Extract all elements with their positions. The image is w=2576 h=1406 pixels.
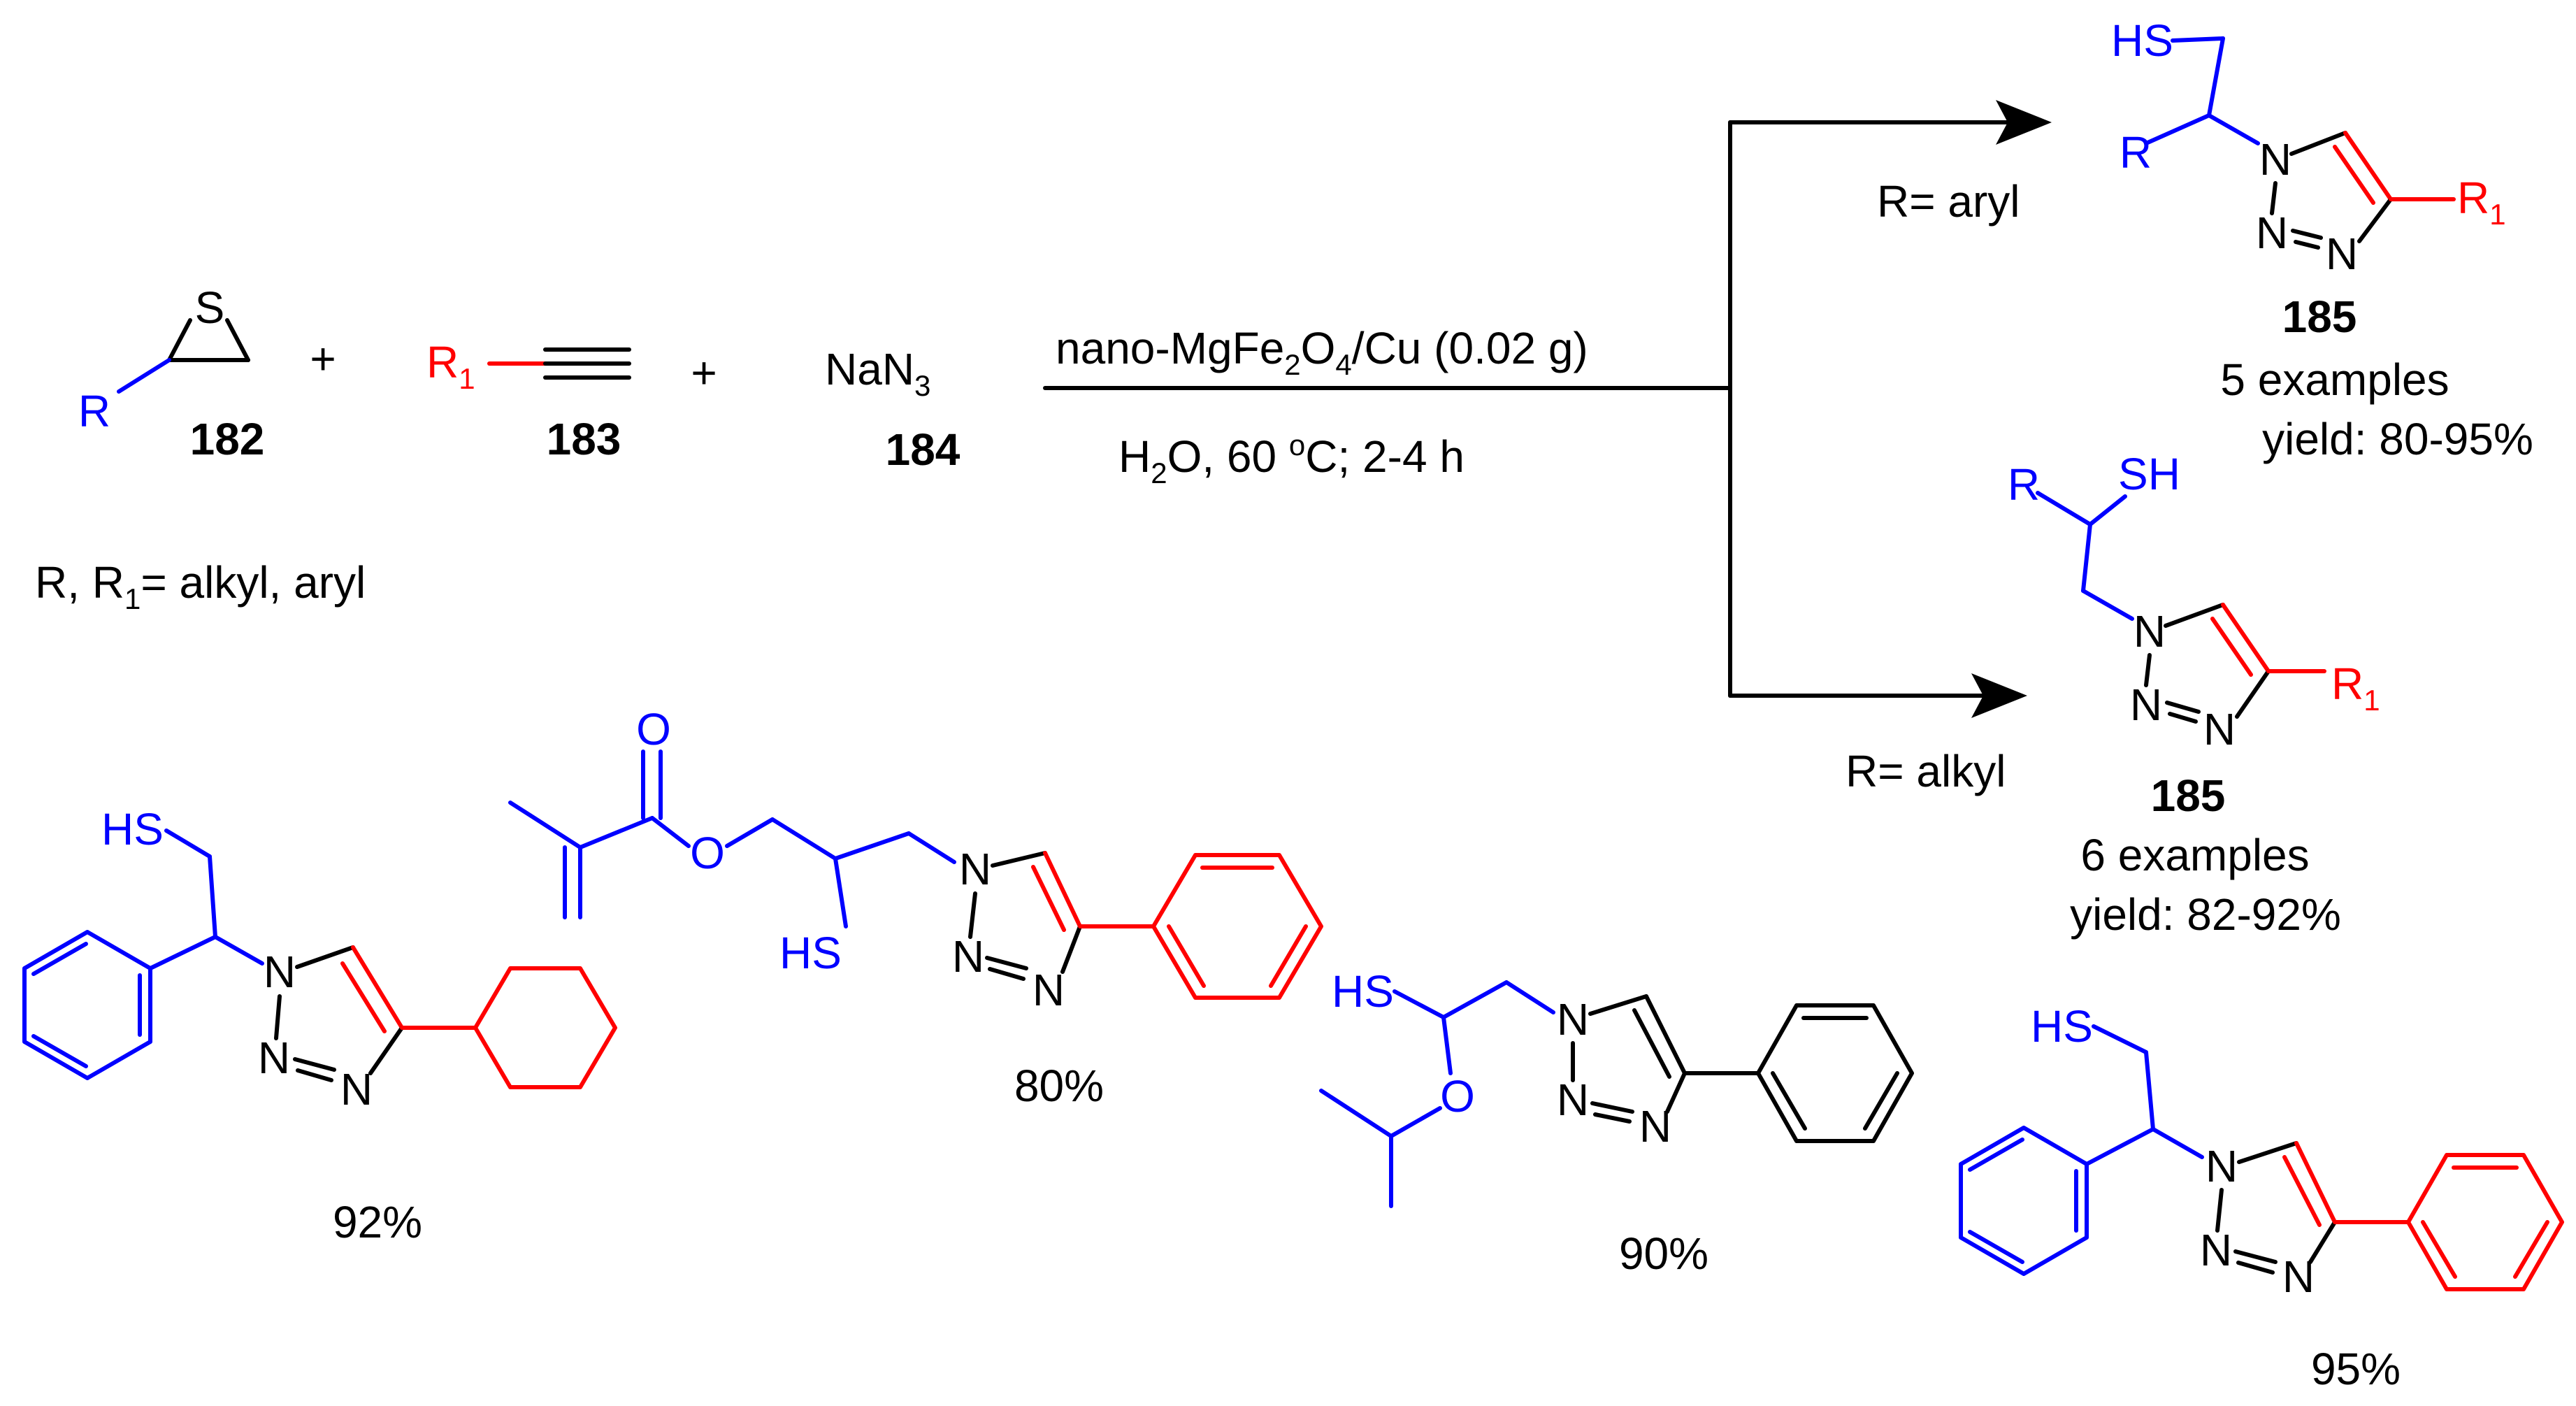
example-product-92: HS N N N 92% xyxy=(22,804,617,1247)
example-product-95: HS N N N 95% xyxy=(1959,1001,2564,1394)
yield-label: 92% xyxy=(333,1197,422,1247)
substituent-note: R, R1= alkyl, aryl xyxy=(35,557,366,615)
product-185-alkyl: R SH N N N R1 185 6 examples yield: 82-9… xyxy=(2008,449,2380,940)
compound-label-184: 184 xyxy=(886,424,960,475)
triazole-n2: N xyxy=(258,1033,290,1083)
triazole-n1: N xyxy=(2259,134,2291,185)
compound-label-182: 182 xyxy=(190,414,265,464)
lower-arrowhead xyxy=(1971,673,2027,718)
substituent-r: R xyxy=(2008,459,2040,510)
reactant-182: S R 182 xyxy=(78,282,265,464)
triazole-n2: N xyxy=(1557,1075,1589,1125)
example-product-90: HS O N N N 90% xyxy=(1319,966,1914,1279)
product-185-aryl: HS R N N N R1 185 5 examples yield: 80-9… xyxy=(2111,15,2533,464)
reaction-conditions: nano-MgFe2O4/Cu (0.02 g) H2O, 60 oC; 2-4… xyxy=(1056,323,1588,489)
triazole-n3: N xyxy=(2203,704,2236,754)
triazole-n1: N xyxy=(959,844,991,894)
upper-branch-condition: R= aryl xyxy=(1877,176,2020,227)
reactant-184: NaN3 184 xyxy=(825,344,960,475)
plus-sign: + xyxy=(691,347,717,398)
plus-sign: + xyxy=(310,333,336,384)
yield-label: 90% xyxy=(1619,1228,1708,1279)
thiol-group: HS xyxy=(101,804,164,854)
carbonyl-oxygen: O xyxy=(636,704,671,754)
yield-label: 95% xyxy=(2311,1344,2401,1394)
substituent-r: R xyxy=(2120,127,2152,178)
triazole-n2: N xyxy=(2130,680,2162,730)
triazole-n3: N xyxy=(340,1064,373,1114)
triazole-n2: N xyxy=(2200,1225,2232,1275)
thiol-group: HS xyxy=(2111,15,2173,66)
compound-label-183: 183 xyxy=(547,414,621,464)
triazole-n3: N xyxy=(1032,965,1065,1015)
solvent-text: H2O, 60 oC; 2-4 h xyxy=(1118,429,1465,489)
triazole-n2: N xyxy=(2256,208,2288,258)
upper-arrowhead xyxy=(1996,100,2052,145)
sodium-azide-formula: NaN3 xyxy=(825,344,930,402)
compound-label-185: 185 xyxy=(2282,292,2357,342)
substituent-r1: R1 xyxy=(2457,173,2506,231)
thiol-group: HS xyxy=(779,928,842,978)
triazole-n3: N xyxy=(2326,229,2358,279)
triazole-n1: N xyxy=(2134,606,2166,657)
reactant-183: R1 183 xyxy=(426,337,631,464)
ester-oxygen: O xyxy=(690,828,725,878)
thiol-group: HS xyxy=(1332,966,1394,1017)
compound-label-185: 185 xyxy=(2151,770,2226,821)
triazole-n2: N xyxy=(952,931,984,982)
thiol-group: SH xyxy=(2118,449,2180,499)
example-count: 6 examples xyxy=(2080,830,2309,880)
substituent-r1: R1 xyxy=(426,337,475,395)
substituent-r1: R1 xyxy=(2331,659,2380,717)
yield-label: 80% xyxy=(1014,1061,1104,1111)
triazole-n1: N xyxy=(2206,1141,2238,1191)
substituent-r: R xyxy=(78,386,110,436)
reaction-arrows: R= aryl R= alkyl xyxy=(1043,100,2052,796)
thiol-group: HS xyxy=(2031,1001,2093,1052)
triazole-n1: N xyxy=(264,947,296,997)
example-count: 5 examples xyxy=(2220,354,2449,405)
yield-range: yield: 80-95% xyxy=(2262,414,2533,464)
thiirane-sulfur: S xyxy=(195,282,225,333)
ether-oxygen: O xyxy=(1440,1071,1475,1121)
example-product-80: O O HS N N N 80% xyxy=(508,704,1323,1111)
lower-branch-condition: R= alkyl xyxy=(1845,746,2006,796)
catalyst-text: nano-MgFe2O4/Cu (0.02 g) xyxy=(1056,323,1588,381)
yield-range: yield: 82-92% xyxy=(2070,889,2341,940)
triazole-n1: N xyxy=(1557,994,1589,1045)
